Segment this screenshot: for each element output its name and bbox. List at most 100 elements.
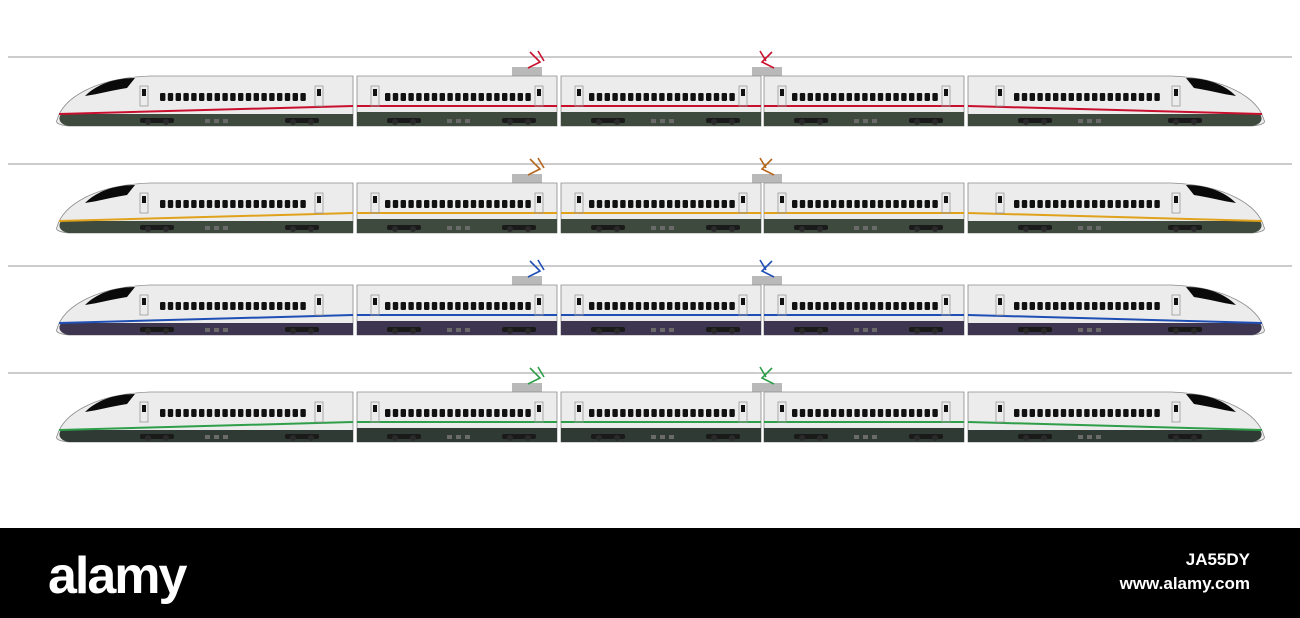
passenger-window (1068, 409, 1074, 417)
passenger-window (214, 93, 220, 101)
passenger-window (1084, 302, 1090, 310)
passenger-window (916, 409, 923, 417)
car-door (995, 85, 1005, 107)
passenger-window (447, 200, 453, 208)
passenger-window (1084, 409, 1090, 417)
passenger-window (1029, 409, 1035, 417)
passenger-window (885, 302, 891, 310)
equipment-box (669, 328, 674, 332)
door-window (317, 405, 321, 412)
passenger-window (222, 200, 228, 208)
equipment-box (214, 328, 219, 332)
passenger-window (385, 200, 391, 208)
passenger-window (1115, 200, 1121, 208)
passenger-window (620, 409, 626, 417)
passenger-window (1092, 200, 1098, 208)
equipment-box (669, 226, 674, 230)
passenger-window (1037, 302, 1043, 310)
wheel (163, 226, 169, 232)
door-window (142, 89, 146, 96)
passenger-window (1068, 302, 1074, 310)
wheel (932, 435, 938, 441)
wheel (1041, 435, 1047, 441)
passenger-window (690, 409, 696, 417)
door-window (577, 89, 581, 96)
passenger-window (167, 409, 174, 417)
site-url-label: www.alamy.com (1119, 574, 1250, 593)
passenger-window (1123, 409, 1129, 417)
passenger-window (589, 200, 595, 208)
car-body (56, 284, 354, 336)
passenger-window (183, 93, 189, 101)
passenger-window (400, 409, 406, 417)
equipment-box (660, 328, 665, 332)
passenger-window (1037, 409, 1043, 417)
wheel (596, 435, 602, 441)
passenger-window (160, 200, 166, 208)
wheel (1191, 226, 1197, 232)
passenger-window (877, 409, 884, 417)
train-car (560, 182, 762, 234)
passenger-window (667, 200, 673, 208)
equipment-box (1096, 328, 1101, 332)
passenger-window (870, 200, 876, 208)
pantograph-head (537, 157, 545, 169)
passenger-window (628, 302, 634, 310)
trains-illustration (8, 50, 1292, 443)
passenger-window (494, 93, 500, 101)
passenger-window (604, 200, 610, 208)
wheel (932, 226, 938, 232)
car-door (314, 85, 324, 107)
passenger-window (831, 200, 837, 208)
car-stripe (967, 421, 1263, 431)
passenger-window (486, 93, 492, 101)
equipment-box (205, 328, 210, 332)
car-door (738, 192, 748, 214)
passenger-window (277, 200, 283, 208)
car-door (1171, 85, 1181, 107)
car-body (967, 75, 1265, 127)
wheel (1023, 435, 1029, 441)
passenger-window (713, 302, 720, 310)
door-window (537, 196, 541, 203)
wheel (799, 119, 805, 125)
passenger-window (416, 200, 422, 208)
wheel (729, 226, 735, 232)
wheel (596, 119, 602, 125)
passenger-window (1146, 200, 1152, 208)
passenger-window (269, 93, 275, 101)
passenger-window (854, 200, 860, 208)
passenger-window (385, 302, 391, 310)
door-window (998, 298, 1002, 305)
passenger-window (1021, 200, 1028, 208)
passenger-window (838, 93, 845, 101)
passenger-window (1029, 302, 1035, 310)
door-window (317, 196, 321, 203)
passenger-window (885, 409, 891, 417)
passenger-window (682, 200, 688, 208)
car-body (56, 182, 354, 234)
passenger-window (604, 93, 610, 101)
passenger-window (659, 409, 665, 417)
passenger-window (831, 409, 837, 417)
car-door (534, 85, 544, 107)
wheel (290, 435, 296, 441)
passenger-window (877, 200, 884, 208)
wheel (410, 226, 416, 232)
passenger-window (893, 200, 899, 208)
passenger-window (1060, 200, 1067, 208)
passenger-window (916, 93, 923, 101)
door-window (1174, 89, 1178, 96)
passenger-window (478, 93, 484, 101)
car-underbody (968, 221, 1262, 233)
passenger-window (1115, 409, 1121, 417)
passenger-window (175, 200, 181, 208)
wheel (614, 119, 620, 125)
passenger-window (682, 409, 688, 417)
passenger-window (525, 409, 531, 417)
car-door (941, 294, 951, 316)
passenger-window (269, 200, 275, 208)
car-door (534, 294, 544, 316)
wheel (914, 119, 920, 125)
passenger-window (385, 93, 391, 101)
